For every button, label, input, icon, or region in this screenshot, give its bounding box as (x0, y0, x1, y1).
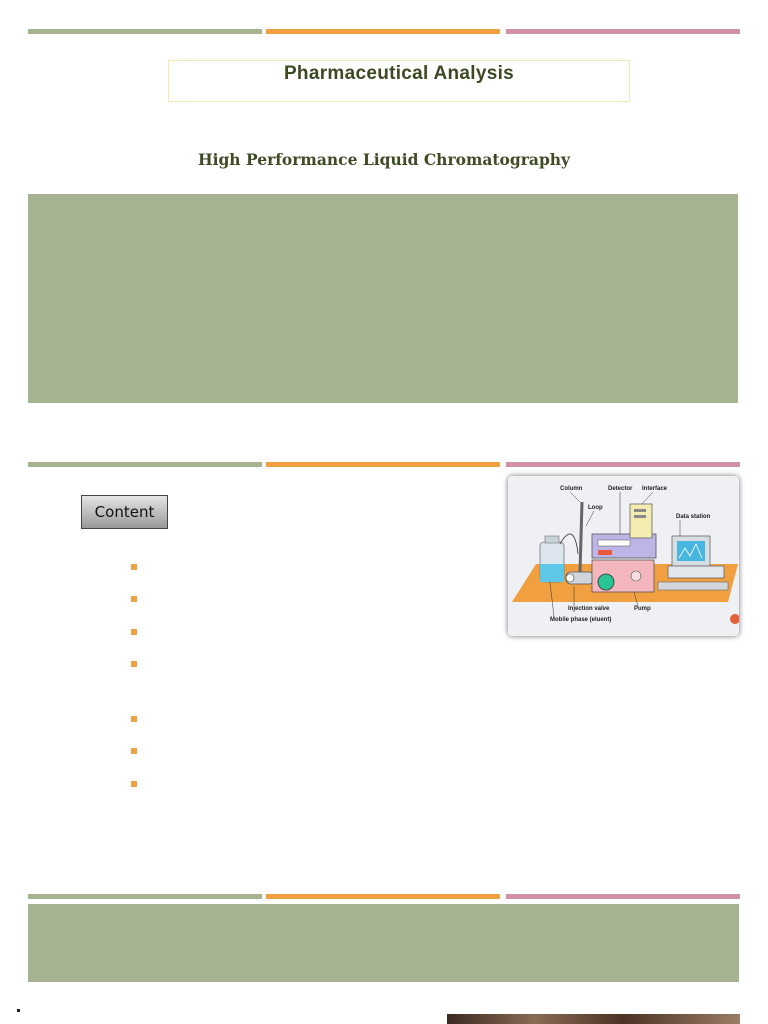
bullet-marker (131, 661, 137, 667)
bar-segment-green (28, 29, 262, 34)
bullet-marker (131, 596, 137, 602)
label-interface: Interface (642, 486, 668, 492)
keyboard-icon (657, 581, 729, 591)
injector-knob-icon (565, 573, 575, 583)
bullet-marker (131, 629, 137, 635)
bar-segment-pink (506, 29, 740, 34)
bullet-marker (131, 716, 137, 722)
detector-display-icon (597, 539, 631, 547)
content-button[interactable]: Content (81, 495, 168, 529)
slide-subtitle: High Performance Liquid Chromatography (197, 150, 571, 169)
label-pump: Pump (634, 606, 651, 612)
decorative-bar-bottom (28, 894, 740, 899)
bullet-marker (131, 564, 137, 570)
hplc-diagram: Column Detector Interface Loop Data stat… (512, 486, 739, 624)
tubing-line (559, 533, 579, 555)
bar-segment-green (28, 894, 262, 899)
label-mobile-phase: Mobile phase (eluent) (550, 617, 611, 623)
chromatogram-icon (678, 543, 703, 559)
corner-marker-icon (730, 614, 739, 624)
interface-slot-icon (634, 509, 646, 512)
label-detector: Detector (608, 486, 633, 492)
slide-title: Pharmaceutical Analysis (283, 63, 515, 84)
bar-segment-pink (506, 894, 740, 899)
pump-gauge-icon (630, 570, 642, 582)
detector-indicator-icon (598, 550, 612, 555)
dark-image-thumbnail (447, 1014, 740, 1024)
label-loop: Loop (588, 505, 603, 511)
bar-segment-orange (266, 29, 500, 34)
green-content-panel-bottom (28, 904, 739, 982)
decorative-bar-middle (28, 462, 740, 467)
label-injection-valve: Injection valve (568, 606, 610, 612)
pump-dial-icon (597, 573, 615, 591)
column-icon (578, 501, 584, 573)
bullet-marker (131, 781, 137, 787)
computer-base-icon (667, 565, 725, 579)
label-data-station: Data station (676, 514, 711, 520)
interface-slot-icon (634, 515, 646, 518)
label-column: Column (560, 486, 583, 492)
green-content-panel (28, 194, 738, 403)
stray-dot (17, 1009, 20, 1012)
bar-segment-orange (266, 462, 500, 467)
slide-title-box: Pharmaceutical Analysis (168, 60, 630, 102)
monitor-screen-icon (677, 541, 705, 561)
decorative-bar-top (28, 29, 740, 34)
bottle-cap-icon (544, 535, 560, 544)
bar-segment-green (28, 462, 262, 467)
interface-icon (629, 503, 653, 539)
bullet-marker (131, 748, 137, 754)
bar-segment-orange (266, 894, 500, 899)
mobile-phase-liquid (540, 564, 564, 582)
hplc-diagram-image: Column Detector Interface Loop Data stat… (508, 476, 739, 636)
bar-segment-pink (506, 462, 740, 467)
